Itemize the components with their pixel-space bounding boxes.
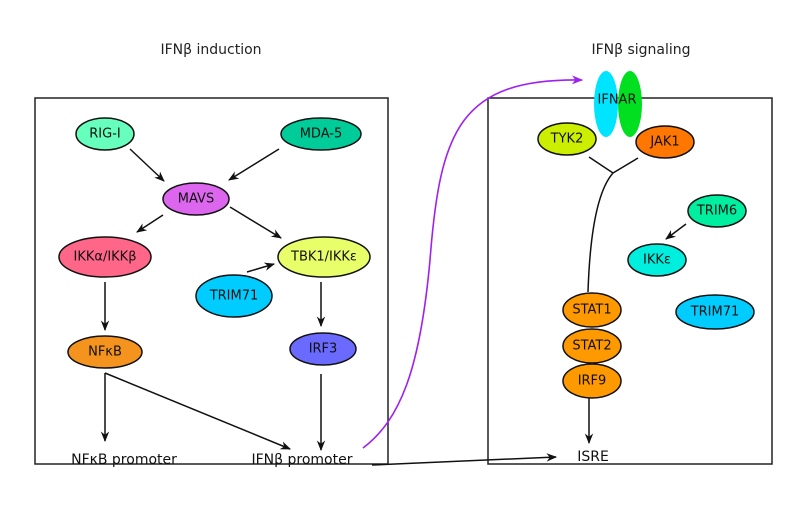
- node-label: MAVS: [178, 192, 214, 207]
- node-tbk1-ikke: TBK1/IKKε: [277, 236, 371, 278]
- ifnar-receptor: IFNAR: [594, 71, 642, 137]
- ifnar-label: IFNAR: [598, 93, 637, 108]
- node-trim6: TRIM6: [687, 194, 747, 228]
- node-jak1: JAK1: [635, 125, 695, 159]
- node-label: JAK1: [649, 135, 679, 150]
- edge-tyk2-junction: [588, 156, 614, 174]
- node-stat1: STAT1: [562, 292, 622, 328]
- node-label: STAT1: [572, 303, 611, 318]
- edge-mavs-ikkab: [136, 214, 164, 233]
- secretion-arrow: [362, 75, 584, 449]
- node-label: IKKα/IKKβ: [73, 250, 136, 265]
- node-label: IRF9: [578, 374, 607, 389]
- node-irf3: IRF3: [289, 332, 357, 366]
- edge-trim6-ikke: [665, 223, 687, 240]
- node-label: IRF3: [309, 342, 338, 357]
- induction-panel-box: [34, 97, 389, 465]
- ifnb-promoter-label: IFNβ promoter: [251, 452, 352, 468]
- isre-label: ISRE: [577, 449, 609, 465]
- signaling-panel-title: IFNβ signaling: [591, 42, 690, 58]
- node-trim71-induction: TRIM71: [195, 274, 273, 318]
- ifnar-subunit-1: [594, 71, 618, 137]
- edge-rigi-mavs: [129, 148, 165, 182]
- edge-ifnb-promoter-isre: [371, 453, 558, 466]
- node-trim71-signaling: TRIM71: [675, 294, 755, 330]
- node-label: TRIM71: [209, 289, 259, 304]
- node-label: TYK2: [550, 132, 584, 147]
- node-mavs: MAVS: [162, 182, 230, 216]
- node-nfkb: NFκB: [67, 335, 143, 369]
- node-label: TRIM6: [696, 204, 737, 219]
- node-label: TRIM71: [690, 305, 740, 320]
- node-label: MDA-5: [300, 127, 343, 142]
- ifnar-subunit-2: [618, 71, 642, 137]
- node-ikke: IKKε: [627, 243, 687, 277]
- edge-mda5-mavs: [228, 148, 280, 181]
- node-irf9: IRF9: [562, 363, 622, 399]
- edge-jak1-junction: [612, 157, 639, 174]
- nfkb-promoter-label: NFκB promoter: [71, 452, 177, 468]
- node-label: TBK1/IKKε: [290, 250, 357, 265]
- node-mda5: MDA-5: [280, 117, 362, 151]
- edge-trim71-tbk1: [246, 262, 276, 273]
- edge-junction-stat1: [587, 172, 614, 293]
- node-ikka-ikkb: IKKα/IKKβ: [58, 236, 152, 278]
- signaling-edges: [584, 156, 687, 445]
- node-label: IKKε: [643, 253, 671, 268]
- node-rigi: RIG-I: [75, 117, 135, 151]
- node-label: RIG-I: [89, 127, 120, 142]
- node-stat2: STAT2: [562, 328, 622, 364]
- edge-nfkb-ifnb-promoter: [104, 372, 291, 450]
- node-label: NFκB: [88, 345, 122, 360]
- node-label: STAT2: [572, 339, 611, 354]
- node-tyk2: TYK2: [537, 122, 597, 156]
- edge-mavs-tbk1: [229, 206, 282, 239]
- induction-panel-title: IFNβ induction: [160, 42, 261, 58]
- signaling-panel-box: [487, 97, 773, 465]
- induction-edges: [100, 148, 326, 452]
